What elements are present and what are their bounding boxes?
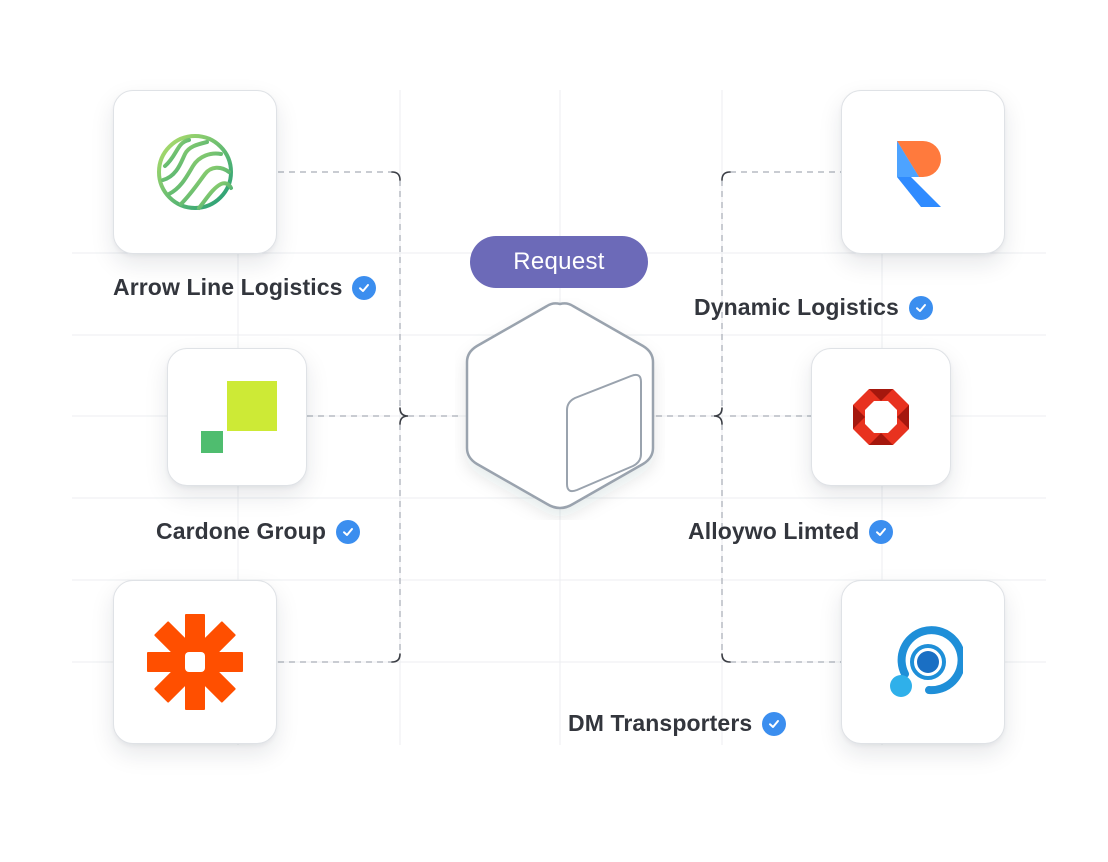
check-badge-icon bbox=[908, 295, 933, 320]
partner-card-dm[interactable] bbox=[841, 580, 1005, 744]
partner-card-arrow-line[interactable] bbox=[113, 90, 277, 254]
green-wavy-circle-icon bbox=[157, 134, 233, 210]
hub-cube-icon bbox=[465, 302, 655, 510]
orange-asterisk-icon bbox=[147, 614, 243, 710]
partner-name: Dynamic Logistics bbox=[694, 294, 899, 320]
partner-card-dynamic[interactable] bbox=[841, 90, 1005, 254]
partner-label-dynamic: Dynamic Logistics bbox=[694, 294, 933, 321]
partner-label-alloywo: Alloywo Limted bbox=[688, 518, 894, 545]
partner-card-alloywo[interactable] bbox=[811, 348, 951, 486]
partner-name: DM Transporters bbox=[568, 710, 753, 736]
request-pill[interactable]: Request bbox=[470, 236, 648, 288]
red-octagon-icon bbox=[853, 389, 909, 445]
partner-name: Cardone Group bbox=[156, 518, 326, 544]
partner-label-cardone: Cardone Group bbox=[156, 518, 360, 545]
r-letter-logo-icon bbox=[897, 141, 941, 207]
blue-circle-logo-icon bbox=[890, 626, 963, 697]
green-squares-icon bbox=[201, 381, 277, 453]
partner-card-cardone[interactable] bbox=[167, 348, 307, 486]
check-badge-icon bbox=[762, 711, 787, 736]
partner-name: Arrow Line Logistics bbox=[113, 274, 343, 300]
check-badge-icon bbox=[869, 519, 894, 544]
partner-label-dm: DM Transporters bbox=[568, 710, 787, 737]
check-badge-icon bbox=[352, 275, 377, 300]
partner-card-asterisk[interactable] bbox=[113, 580, 277, 744]
partner-label-arrow-line: Arrow Line Logistics bbox=[113, 274, 377, 301]
partner-name: Alloywo Limted bbox=[688, 518, 860, 544]
check-badge-icon bbox=[335, 519, 360, 544]
